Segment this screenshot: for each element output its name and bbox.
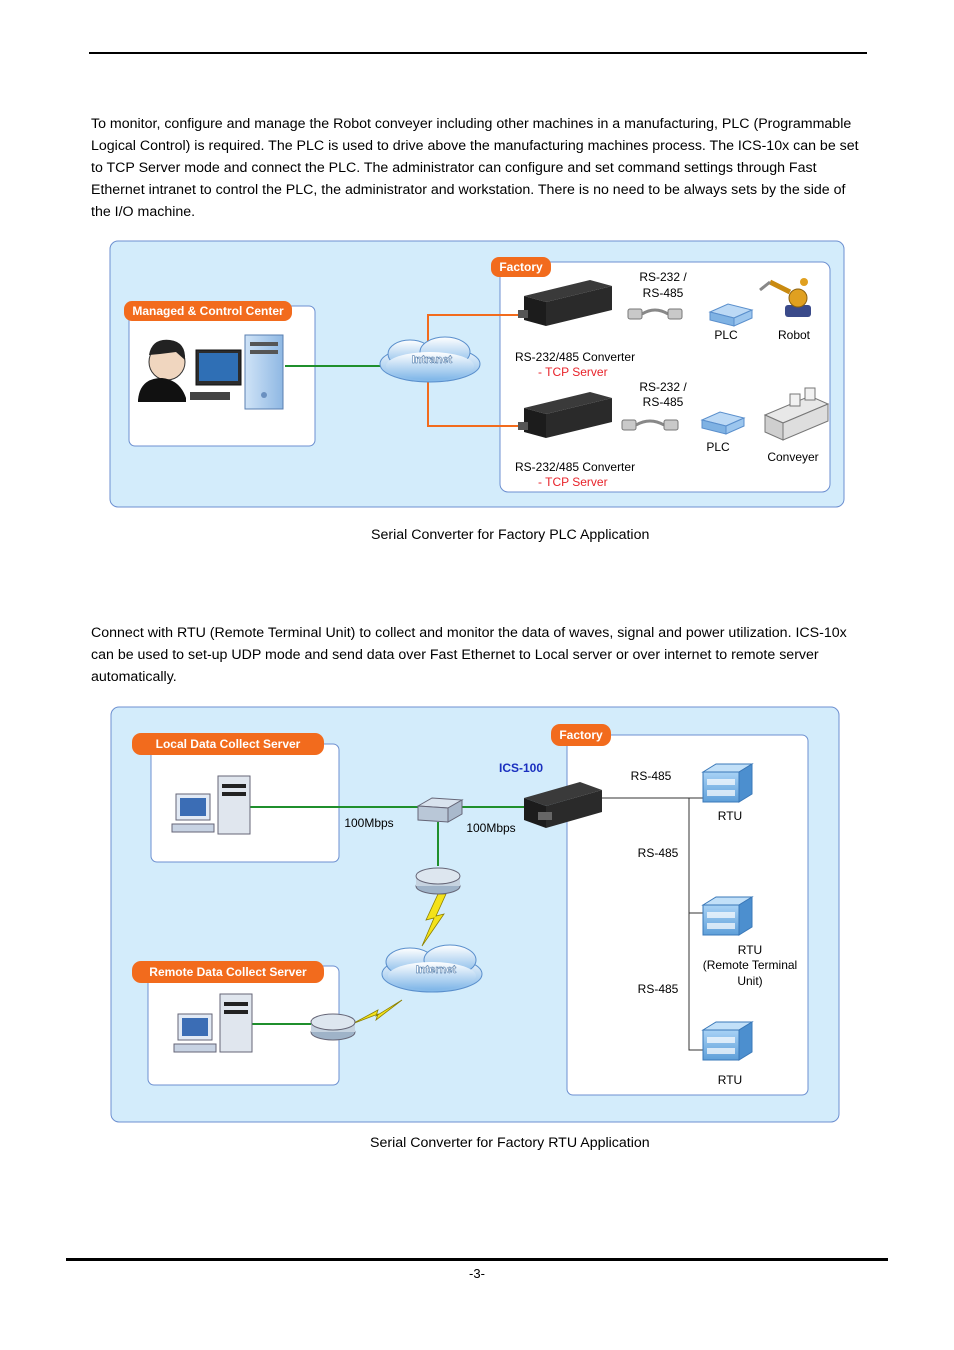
plc-bottom-label: PLC xyxy=(706,440,730,454)
plc-top-label: PLC xyxy=(714,328,738,342)
footer-rule xyxy=(66,1258,888,1261)
paragraph-plc: To monitor, configure and manage the Rob… xyxy=(91,116,859,220)
rtu-mid-icon xyxy=(701,896,754,936)
figure-caption-plc: Serial Converter for Factory PLC Applica… xyxy=(371,527,650,543)
serial-top-label-1: RS-232 / xyxy=(639,270,687,284)
plc-top-icon xyxy=(708,303,754,327)
rs485-bus xyxy=(688,797,705,1051)
header-rule xyxy=(89,52,867,54)
factory-tag-2 xyxy=(551,724,611,746)
rtu-top-icon xyxy=(701,763,754,803)
converter-bottom-label: RS-232/485 Converter xyxy=(515,460,635,474)
paragraph-rtu: Connect with RTU (Remote Terminal Unit) … xyxy=(91,625,847,685)
converter-bottom-icon xyxy=(518,392,612,438)
ics-100-device-icon xyxy=(524,782,602,828)
converter-top-icon xyxy=(518,280,612,326)
remote-pc-icon xyxy=(173,1013,217,1053)
control-center-tag xyxy=(124,301,292,321)
page-number: -3- xyxy=(469,1266,485,1281)
plc-bottom-icon xyxy=(700,411,746,435)
rtu-bottom-label: RTU xyxy=(718,1073,742,1087)
router-icon-2 xyxy=(310,1013,356,1041)
remote-server-tag xyxy=(132,961,324,983)
intranet-label: Intranet xyxy=(412,354,453,366)
serial-top-label-2: RS-485 xyxy=(643,286,684,300)
rs485-bottom-label: RS-485 xyxy=(638,982,679,996)
intranet-cloud-icon xyxy=(379,336,481,383)
local-server-tower-icon xyxy=(217,775,251,835)
ics-100-label: ICS-100 xyxy=(499,761,543,775)
local-server-label: Local Data Collect Server xyxy=(156,737,301,751)
local-pc-icon xyxy=(171,793,215,833)
serial-cable-bottom-icon xyxy=(621,419,679,431)
rtu-mid-label-1: RTU xyxy=(738,943,762,957)
serial-bottom-label-2: RS-485 xyxy=(643,395,684,409)
server-tower-1 xyxy=(244,334,284,410)
rtu-mid-label-2: (Remote Terminal xyxy=(703,958,797,972)
internet-cloud-icon xyxy=(381,944,483,993)
serial-cable-top-icon xyxy=(627,308,683,320)
administrator-icon xyxy=(138,339,242,402)
control-center-label: Managed & Control Center xyxy=(132,304,284,318)
factory-box-2 xyxy=(566,734,809,1096)
tcp-server-bottom-label: - TCP Server xyxy=(538,475,608,489)
speed-left-label: 100Mbps xyxy=(344,816,393,830)
factory-tag-1 xyxy=(491,257,551,277)
switch-icon xyxy=(416,797,464,823)
conveyer-label: Conveyer xyxy=(767,450,818,464)
serial-bottom-label-1: RS-232 / xyxy=(639,380,687,394)
router-icon-1 xyxy=(415,867,461,895)
robot-icon xyxy=(759,278,811,317)
factory-label-1: Factory xyxy=(499,260,543,274)
rs485-mid-label: RS-485 xyxy=(638,846,679,860)
speed-right-label: 100Mbps xyxy=(466,821,515,835)
rtu-mid-label-3: Unit) xyxy=(737,974,762,988)
rtu-top-label: RTU xyxy=(718,809,742,823)
converter-top-label: RS-232/485 Converter xyxy=(515,350,635,364)
conveyer-icon xyxy=(763,387,830,441)
robot-label: Robot xyxy=(778,328,811,342)
rtu-bottom-icon xyxy=(701,1021,754,1061)
local-server-tag xyxy=(132,733,324,755)
lightning-icon-2 xyxy=(351,999,403,1025)
lightning-icon-1 xyxy=(421,893,447,947)
remote-server-tower-icon xyxy=(219,993,253,1053)
factory-label-2: Factory xyxy=(559,728,603,742)
internet-label: Internet xyxy=(416,964,457,976)
rs485-top-label: RS-485 xyxy=(631,769,672,783)
tcp-server-top-label: - TCP Server xyxy=(538,365,608,379)
remote-server-label: Remote Data Collect Server xyxy=(149,965,307,979)
figure-caption-rtu: Serial Converter for Factory RTU Applica… xyxy=(370,1135,650,1151)
